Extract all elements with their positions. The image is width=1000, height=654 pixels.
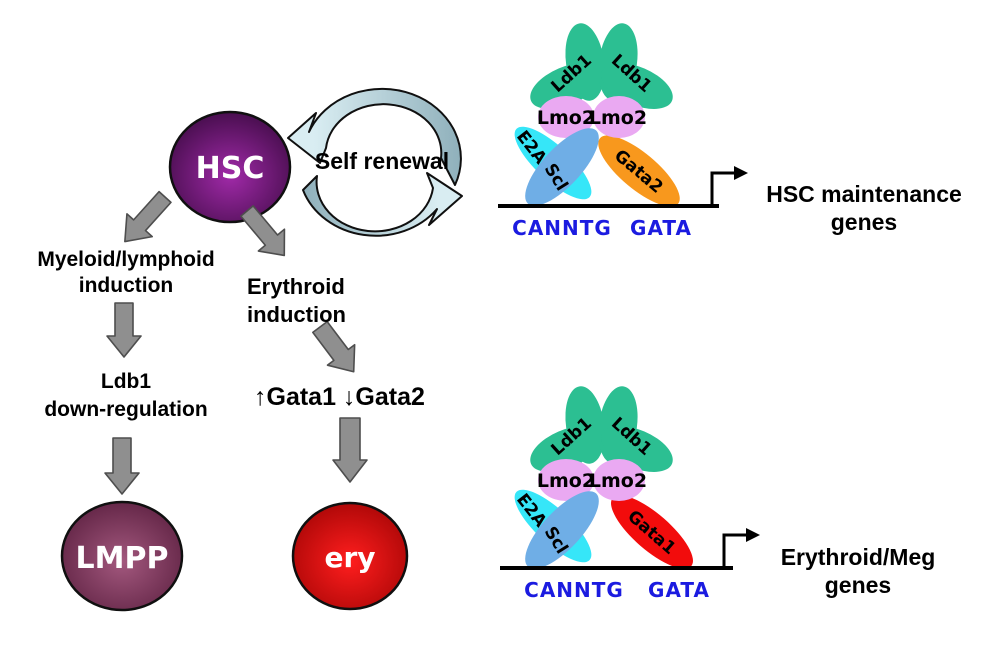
- gata-switch-label: ↑Gata1 ↓Gata2: [254, 383, 425, 411]
- lmo2-left-label-2: Lmo2: [537, 470, 595, 492]
- lmo2-left-oval-2: [538, 459, 594, 501]
- arrow-erythroid-to-gata: [312, 320, 356, 373]
- promoter-arrowhead-bottom: [746, 528, 760, 542]
- myeloid-induction-line2: induction: [79, 274, 173, 297]
- self-renewal-label: Self renewal: [315, 148, 449, 174]
- lmo2-right-oval-2: [593, 459, 645, 501]
- arrow-myeloid-to-ldb1: [106, 302, 142, 358]
- hsc-label: HSC: [196, 151, 265, 186]
- arrow-gata-to-ery: [332, 417, 368, 483]
- cycle-arrow-top: [287, 87, 462, 186]
- hsc-maintenance-genes-line2: genes: [831, 209, 897, 235]
- hsc-cell: [168, 110, 292, 224]
- complex-hsc-maintenance: Ldb1 Ldb1 Lmo2 Lmo2 E2A Scl Gata2 CANNTG…: [498, 23, 962, 240]
- ebox-site-label-2: CANNTG: [524, 578, 624, 602]
- promoter-arrowhead-top: [734, 166, 748, 180]
- erythroid-meg-genes-line1: Erythroid/Meg: [781, 544, 936, 570]
- promoter-arrow-bottom: [722, 533, 746, 566]
- ldb1-downregulation-line2: down-regulation: [44, 398, 207, 421]
- erythroid-induction-line2: induction: [247, 302, 346, 327]
- ery-cell: [291, 501, 409, 611]
- lmo2-right-label-2: Lmo2: [589, 470, 647, 492]
- complex-erythroid-meg: Ldb1 Ldb1 Lmo2 Lmo2 E2A Scl Gata1 CANNTG…: [500, 386, 936, 602]
- cycle-arrow-bottom: [302, 172, 463, 237]
- ldb1-left-wing-2: [530, 426, 602, 472]
- ldb1-downregulation-line1: Ldb1: [101, 370, 151, 393]
- arrow-hsc-to-erythroid: [240, 205, 286, 257]
- ebox-site-label: CANNTG: [512, 216, 612, 240]
- ldb1-left-wing: [530, 63, 602, 109]
- hsc-maintenance-genes-line1: HSC maintenance: [766, 181, 962, 207]
- lmpp-label: LMPP: [76, 541, 169, 576]
- lmo2-left-oval: [538, 96, 594, 138]
- arrow-hsc-to-myeloid: [124, 190, 172, 243]
- lmo2-right-label: Lmo2: [589, 107, 647, 129]
- erythroid-induction-line1: Erythroid: [247, 274, 345, 299]
- promoter-arrow-top: [710, 171, 734, 204]
- gata-site-label: GATA: [630, 216, 692, 240]
- erythroid-meg-genes-line2: genes: [825, 572, 891, 598]
- arrow-ldb1-to-lmpp: [104, 437, 140, 495]
- myeloid-induction-line1: Myeloid/lymphoid: [37, 248, 214, 271]
- self-renewal-cycle-icon: [287, 87, 463, 237]
- lmo2-right-oval: [593, 96, 645, 138]
- lmo2-left-label: Lmo2: [537, 107, 595, 129]
- gata2-oval: [598, 135, 680, 207]
- ery-label: ery: [324, 541, 375, 574]
- scl-oval-2: [525, 491, 599, 569]
- gata-site-label-2: GATA: [648, 578, 710, 602]
- gata1-oval: [611, 495, 693, 569]
- lmpp-cell: [60, 500, 184, 612]
- scl-oval: [525, 128, 599, 206]
